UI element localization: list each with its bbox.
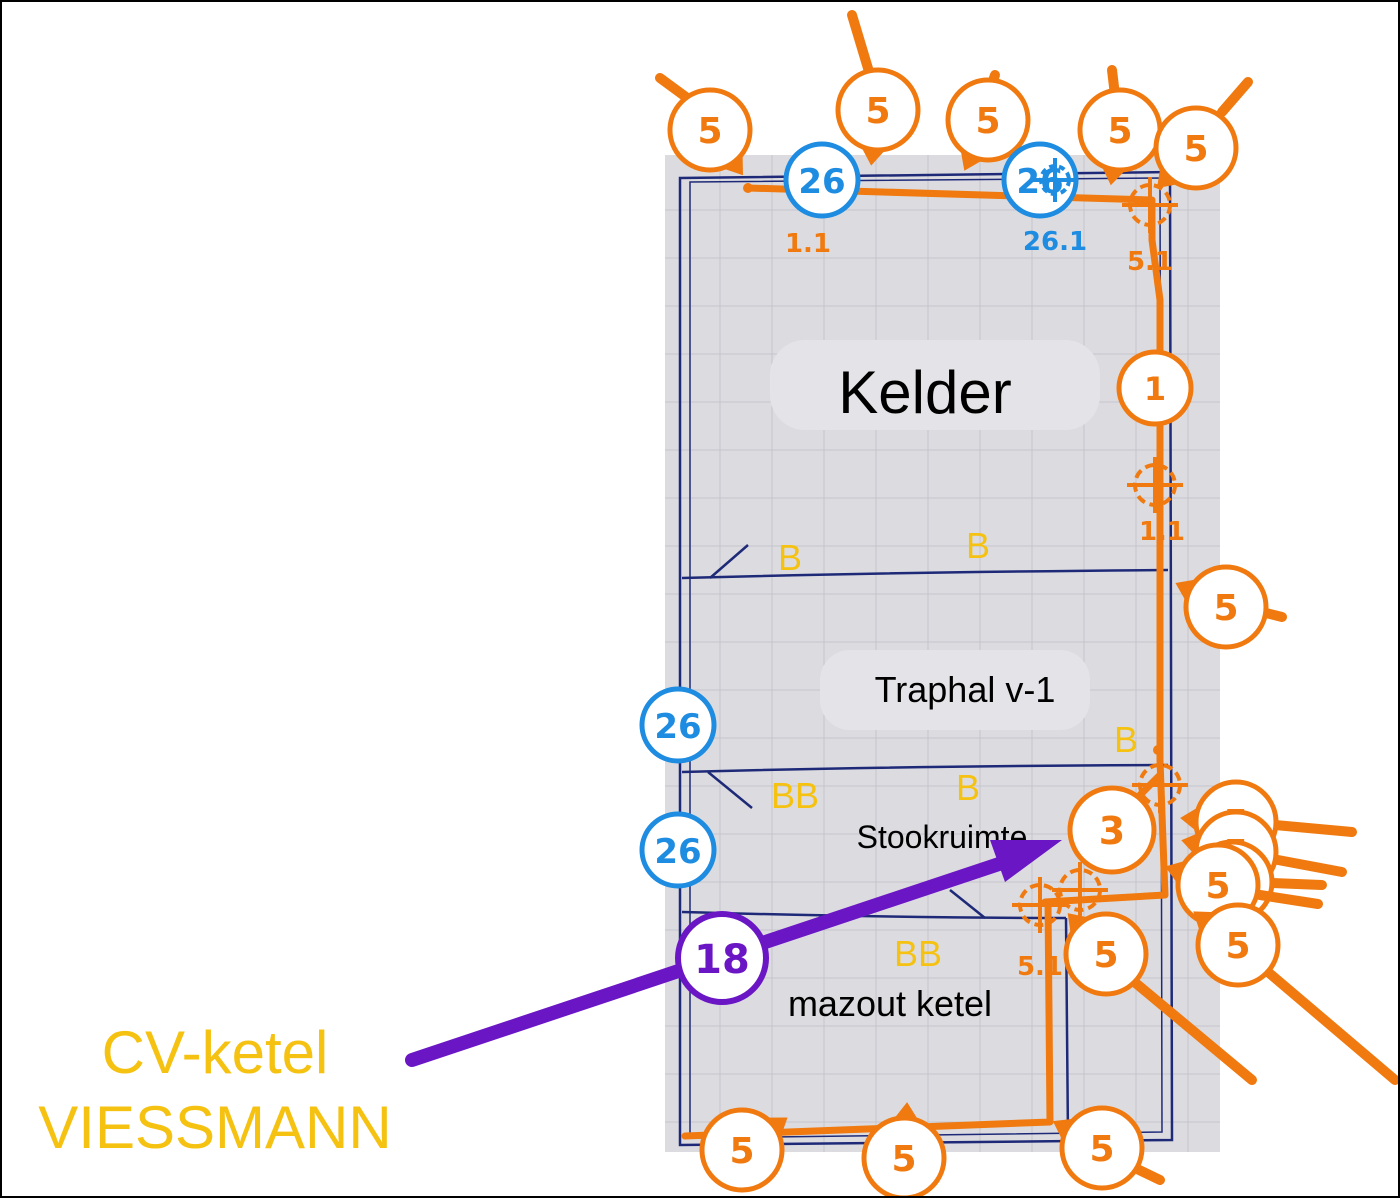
marker-tail [847, 10, 875, 80]
marker-18-arrow[interactable]: 18 [405, 840, 1062, 1067]
target-icon-blue [1033, 158, 1077, 202]
marker-5[interactable]: 5 [1175, 564, 1287, 650]
callout-line-2: VIESSMANN [38, 1094, 391, 1161]
marker-5[interactable]: 5 [835, 10, 921, 166]
marker-5[interactable]: 5 [1193, 902, 1400, 1085]
sublabel-5-1: 5.1 [1017, 952, 1063, 982]
marker-26-label: 26 [798, 162, 845, 202]
marker-tail [1263, 967, 1400, 1085]
marker-5[interactable]: 5 [1052, 1105, 1165, 1191]
marker-5-label: 5 [975, 101, 1000, 142]
marker-5-label: 5 [1205, 866, 1230, 907]
marker-5[interactable]: 5 [1077, 65, 1163, 186]
marker-26[interactable]: 26 [639, 686, 717, 764]
marker-26[interactable]: 26 [639, 811, 717, 889]
pipe-end-dot [1153, 745, 1163, 755]
pipe-return [681, 898, 1054, 1140]
target-symbols [1012, 177, 1188, 933]
sublabel-1-1: 1.1 [1139, 517, 1185, 547]
marker-26[interactable]: 26 [783, 141, 861, 219]
pipe-end-dot [743, 183, 753, 193]
target-icon [1012, 877, 1068, 933]
target-icon [1122, 177, 1178, 233]
marker-26-label: 26 [654, 832, 701, 872]
marker-5[interactable]: 5 [1153, 77, 1253, 191]
marker-5-label: 5 [697, 111, 722, 152]
wall-code-b: B [966, 525, 990, 566]
marker-group-5: 555555555555555 [655, 10, 1400, 1201]
marker-18-label: 18 [694, 937, 750, 983]
room-label-traphal: Traphal v-1 [875, 669, 1056, 710]
marker-5-label: 5 [729, 1131, 754, 1172]
marker-tail [1130, 1163, 1165, 1185]
marker-5-label: 5 [1213, 588, 1238, 629]
marker-5[interactable]: 5 [1063, 911, 1257, 1085]
marker-26-label: 26 [654, 707, 701, 747]
label-patch [820, 650, 1090, 730]
marker-5-label: 5 [1093, 935, 1118, 976]
sublabel-5-1: 5.1 [1127, 247, 1173, 277]
marker-tail [1217, 77, 1253, 117]
marker-tail [1273, 855, 1347, 877]
marker-3-label: 3 [1099, 809, 1125, 853]
marker-tail [1255, 890, 1323, 909]
wall-code-b: B [778, 537, 802, 578]
sublabel-1-1: 1.1 [785, 229, 831, 259]
target-icon [1052, 862, 1108, 918]
marker-1[interactable]: 1 [1116, 349, 1194, 427]
marker-5-label: 5 [865, 91, 890, 132]
target-icon [1132, 757, 1188, 813]
marker-5-label: 5 [1089, 1129, 1114, 1170]
marker-5-label: 5 [1183, 129, 1208, 170]
wall-code-bb: BB [894, 933, 942, 974]
marker-5[interactable]: 5 [655, 73, 753, 176]
label-patch [770, 340, 1100, 430]
marker-3[interactable]: 3 [1067, 785, 1157, 875]
sublabel-26-1: 26.1 [1023, 227, 1087, 257]
marker-5-label: 5 [891, 1139, 916, 1180]
room-label-mazout: mazout ketel [788, 983, 992, 1024]
marker-tail [1267, 878, 1327, 890]
wall-code-bb: BB [771, 775, 819, 816]
marker-5-label: 5 [1225, 926, 1250, 967]
room-label-kelder: Kelder [838, 359, 1011, 426]
marker-1-label: 1 [1144, 370, 1166, 408]
marker-tail [1270, 820, 1357, 837]
target-icon [1127, 457, 1183, 513]
marker-5[interactable]: 5 [945, 70, 1031, 171]
marker-5[interactable]: 5 [699, 1107, 788, 1193]
callout-line-1: CV-ketel [102, 1019, 329, 1086]
marker-5-label: 5 [1107, 111, 1132, 152]
marker-tail [1127, 975, 1257, 1085]
wall-code-b: B [956, 767, 980, 808]
wall-code-b: B [1114, 719, 1138, 760]
